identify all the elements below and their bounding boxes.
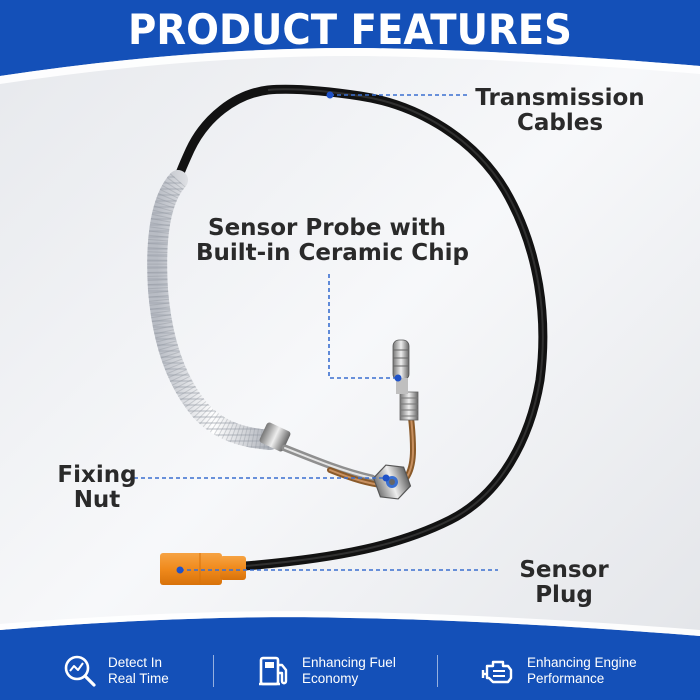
sensor-probe <box>392 339 410 381</box>
engine-icon <box>481 660 513 683</box>
callout-sensor-probe: Sensor Probe with Built-in Ceramic Chip <box>196 215 469 267</box>
header-band <box>0 0 700 76</box>
callout-line: Built-in Ceramic Chip <box>196 240 469 267</box>
callout-line: Sensor <box>519 557 609 583</box>
feature-detect-real-time: Detect In Real Time <box>62 641 169 700</box>
feature-line: Performance <box>527 670 605 686</box>
feature-line: Detect In <box>108 654 163 670</box>
feature-divider <box>437 655 438 687</box>
fuel-pump-icon <box>259 656 288 685</box>
feature-line: Enhancing Engine <box>527 654 637 670</box>
feature-fuel-economy: Enhancing Fuel Economy <box>256 641 396 700</box>
callout-fixing-nut: Fixing Nut <box>44 462 150 514</box>
callout-sensor-plug: Sensor Plug <box>500 557 628 609</box>
feature-line: Economy <box>302 670 359 686</box>
callout-leaders <box>134 94 498 571</box>
footer-band <box>0 617 700 700</box>
callout-line: Nut <box>73 487 121 514</box>
page-title: PRODUCT FEATURES <box>128 5 572 54</box>
callout-line: Cables <box>516 110 604 137</box>
feature-footer: Detect In Real Time Enhancing Fuel Econo… <box>0 641 700 700</box>
callout-line: Transmission <box>475 85 645 111</box>
feature-engine-performance: Enhancing Engine Performance <box>481 641 637 700</box>
feature-line: Enhancing Fuel <box>302 654 396 670</box>
callout-line: Fixing <box>57 462 137 488</box>
feature-divider <box>213 655 214 687</box>
callout-line: Sensor Probe with <box>208 215 446 241</box>
callout-transmission-cables: Transmission Cables <box>470 85 650 137</box>
feature-line: Real Time <box>108 670 169 686</box>
callout-line: Plug <box>535 582 593 609</box>
sensor-plug <box>160 553 246 585</box>
chart-magnifier-icon <box>64 655 96 687</box>
